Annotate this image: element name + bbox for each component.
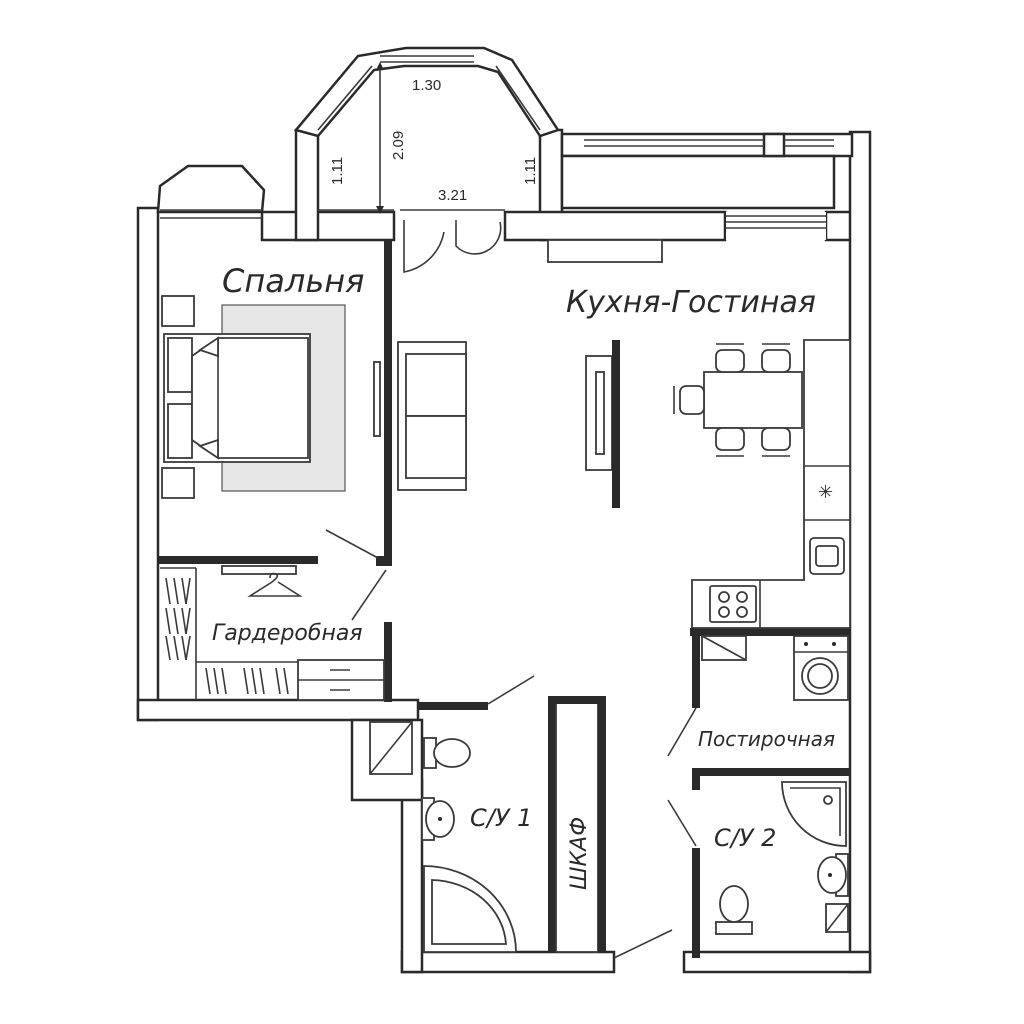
wall-bedroom-bottom [158,556,318,564]
dim-bay-left-side: 1.11 [329,157,346,185]
nightstand-top [161,295,195,327]
room-labels: Спальня Кухня-Гостиная Гардеробная Пости… [212,262,835,890]
wall-bottom-right [682,950,872,974]
wall-bath2-left [692,848,700,958]
label-laundry: Постирочная [698,727,835,751]
label-closet: ШКАФ [567,817,592,890]
wall-bath1-left [400,778,424,974]
wall-laundry-bottom [692,768,850,776]
kitchen-extractor [547,239,663,263]
washbasin-icon [421,797,455,841]
dim-bay-top: 1.30 [412,77,441,94]
wall-bottom-left [400,950,616,974]
toilet-icon [423,737,471,769]
wardrobe-furniture [160,565,385,701]
bedroom-bay [156,164,266,219]
wall-bay-left-pier [294,128,320,242]
wall-balcony-parapet [560,154,836,210]
svg-text:✳: ✳ [818,482,833,503]
label-wardrobe: Гардеробная [212,621,363,646]
wall-bedroom-top [260,210,396,242]
dining-table [703,371,803,429]
bathtub-icon [423,865,517,953]
chair [673,343,791,457]
wall-balcony-top [560,132,854,158]
label-bathroom1: С/У 1 [470,804,532,832]
doors [325,220,697,959]
toilet-icon [715,885,753,935]
wall-living-top-right [824,210,854,242]
label-kitchen-living: Кухня-Гостиная [566,285,816,320]
bedroom-furniture [161,295,346,499]
wall-laundry-stub [692,768,700,790]
hanger-icon [247,572,303,597]
wall-living-top-mid [503,210,727,242]
wall-right-outer [848,130,872,974]
wall-left-outer [136,206,160,722]
wall-closet-right [598,700,606,952]
walls [136,128,872,974]
washbasin-icon [817,853,849,897]
bathroom2 [715,781,849,935]
dim-bay-right-side: 1.11 [522,157,539,185]
wardrobe-shelf [221,565,297,575]
wall-bath1-top [418,702,488,710]
label-bedroom: Спальня [222,262,364,300]
closet-body [555,699,599,953]
bathroom1 [421,737,517,953]
bay-window: 1.30 2.09 1.11 1.11 3.21 [293,46,560,214]
wall-wardrobe-right [384,622,392,702]
dim-bay-depth: 2.09 [390,131,407,160]
wall-balcony-post [762,132,786,158]
windows [584,139,834,240]
wall-wardrobe-bottom [136,698,420,722]
wall-closet-left [548,700,556,952]
wall-bedroom-door-jamb [376,556,392,566]
wall-bedroom-right [384,240,392,558]
living-furniture [397,239,663,508]
wall-laundry-left [692,628,700,708]
stove-icon [709,585,757,623]
shower-icon [781,781,847,847]
nightstand-bottom [161,467,195,499]
label-bathroom2: С/У 2 [714,824,776,852]
laundry [701,635,849,701]
dining [673,343,803,457]
kitchen: ✳ [691,339,851,629]
wall-closet-top [548,696,606,704]
fridge-icon: ✳ [818,482,833,503]
wall-laundry-top [690,628,850,636]
dim-bay-width: 3.21 [438,187,467,204]
